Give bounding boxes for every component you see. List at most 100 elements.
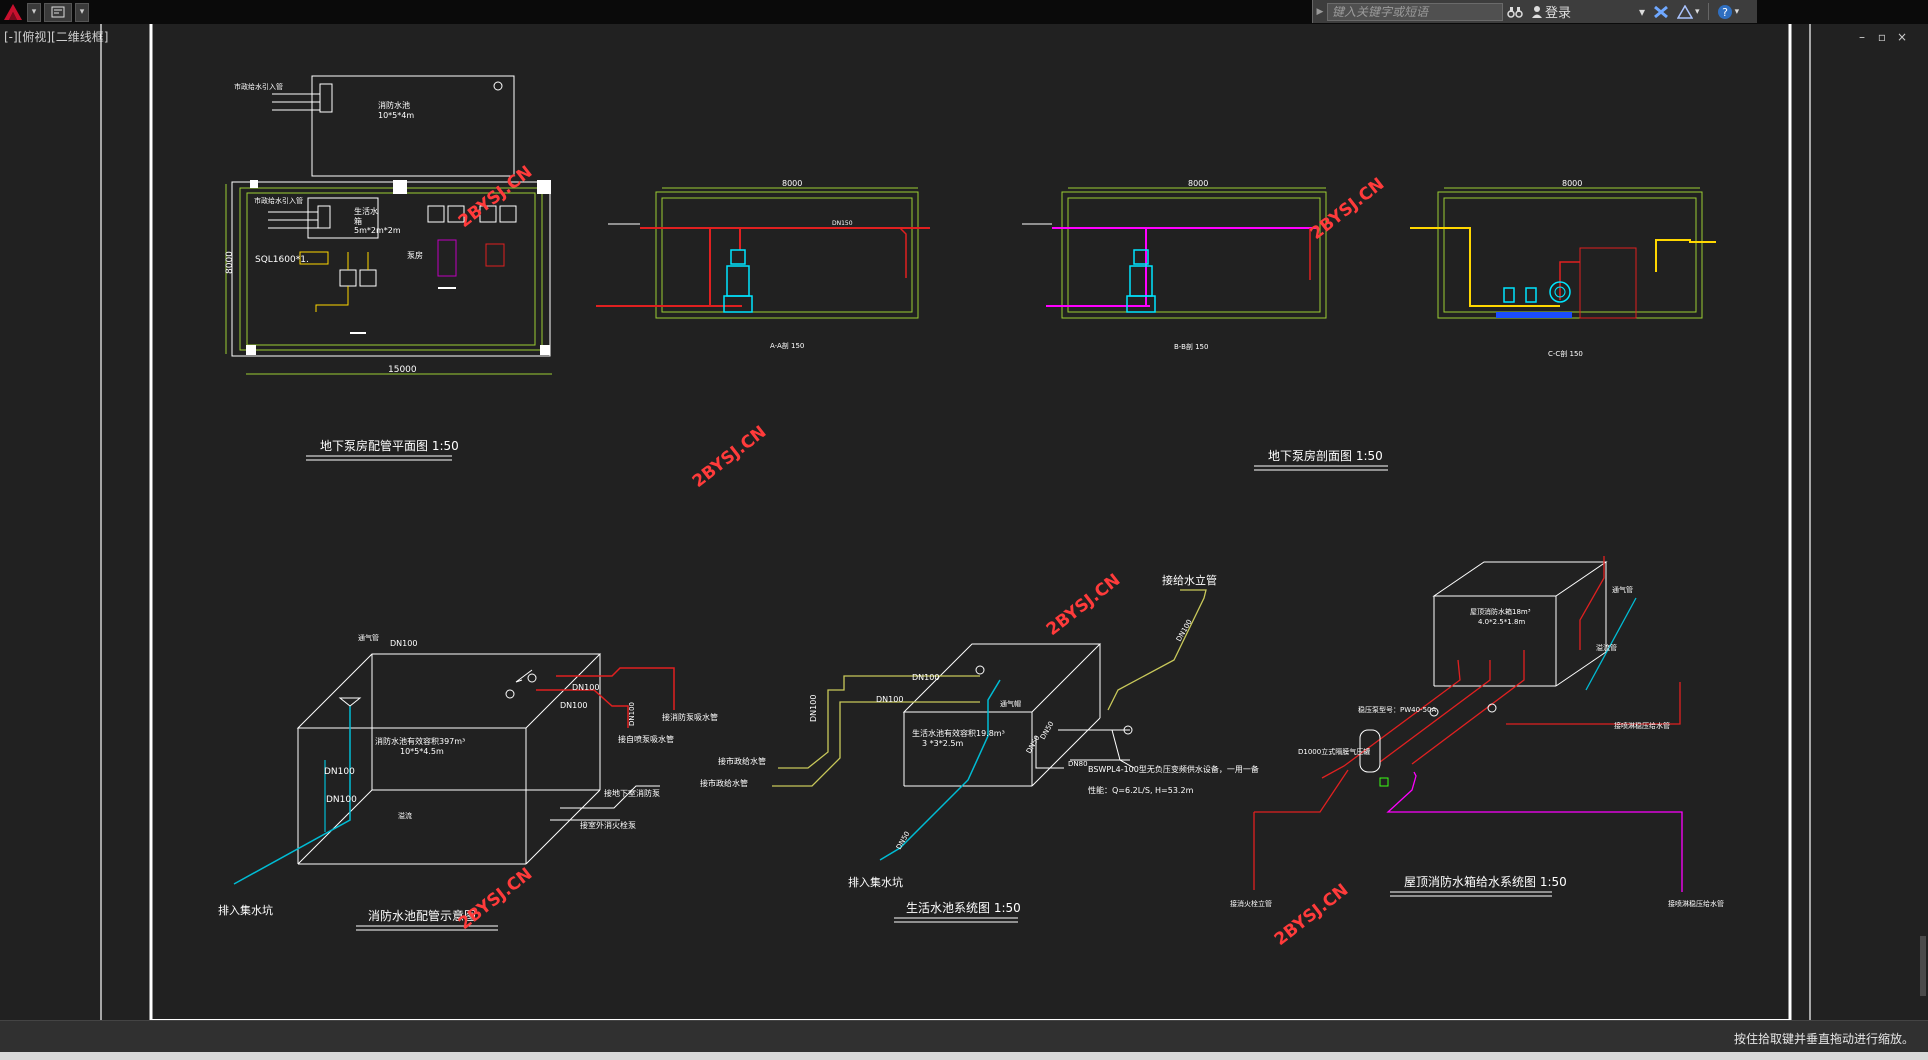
roof-pipes: 屋顶消防水箱18m³ 4.0*2.5*1.8m 稳压泵型号：PW40-50A D… [1230, 556, 1724, 908]
fire-pool-diagram [296, 653, 602, 865]
fire-pool-label-overflow: 溢流 [398, 811, 412, 820]
drawing-frame [100, 24, 1811, 1020]
autodesk-connect-icon[interactable]: ▾ [1673, 0, 1704, 23]
fire-pool-drain: 排入集水坑 [218, 903, 273, 917]
watermark: 2BYSJ.CN [1307, 174, 1389, 244]
domestic-dn100-v: DN100 [809, 695, 818, 722]
fire-pool-dn100-e: DN100 [560, 701, 587, 710]
domestic-dn100-b: DN100 [876, 695, 903, 704]
fire-pool-dn100-c: DN100 [390, 639, 417, 648]
fire-pool-size: 10*5*4.5m [400, 747, 444, 756]
exchange-icon[interactable] [1649, 0, 1673, 23]
search-input[interactable]: 键入关键字或短语 [1327, 2, 1503, 21]
domestic-size: 3 *3*2.5m [922, 739, 963, 748]
fire-pool-dn100-b: DN100 [326, 795, 357, 805]
roof-volume: 屋顶消防水箱18m³ [1470, 607, 1531, 616]
title-bar: ▾ ▾ ▶ 键入关键字或短语 登录 ▾ ▾ ? ▾ [0, 0, 1928, 24]
plan-domestic-tank-sub: 箱 [354, 216, 362, 226]
roof-size: 4.0*2.5*1.8m [1478, 618, 1525, 626]
domestic-inlet-2: 接市政给水管 [700, 778, 748, 788]
fire-pool-pipes: 消防水池有效容积397m³ 10*5*4.5m DN100 DN100 DN10… [218, 633, 718, 931]
plan-room-label: 泵房 [407, 250, 423, 260]
bottom-edge-strip [0, 1052, 1928, 1060]
restore-icon[interactable]: ▫ [1877, 30, 1887, 44]
plan-dim-height: 8000 [225, 251, 235, 274]
domestic-pump-spec: 性能：Q=6.2L/S, H=53.2m [1088, 785, 1194, 795]
domestic-tank-diagram [902, 643, 1102, 787]
login-label[interactable]: 登录 [1545, 6, 1572, 21]
domestic-inlet-1: 接市政给水管 [718, 756, 766, 766]
domestic-dn100: DN100 [912, 673, 939, 682]
quick-access-toolbar: ▾ ▾ [2, 1, 89, 23]
fire-pool-title: 消防水池配管示意图 [368, 908, 476, 923]
sections-title: 地下泵房剖面图 1:50 [1268, 448, 1383, 463]
vertical-scroll-thumb[interactable] [1920, 936, 1926, 996]
section-b-b: 8000 B-B剖 150 [1022, 179, 1327, 351]
drawing-window-controls: – ▫ × [1855, 30, 1909, 44]
separator [1707, 3, 1709, 20]
plan-domestic-tank-label: 生活水 [354, 206, 378, 216]
roof-overflow: 溢流管 [1596, 643, 1617, 652]
fire-pool-dn100-f: DN100 [628, 702, 636, 726]
section-a-label: A-A剖 150 [770, 341, 804, 350]
domestic-volume: 生活水池有效容积19.8m³ [912, 728, 1005, 738]
fire-pool-volume: 消防水池有效容积397m³ [375, 736, 465, 746]
pump-room-plan: 市政给水引入管 市政给水引入管 消防水池 10*5*4m 生活水 箱 5m*2m… [225, 75, 552, 461]
section-a-a: 8000 DN150 A-A剖 150 [596, 179, 930, 350]
roof-vent: 通气管 [1612, 585, 1633, 594]
viewport-controls-label[interactable]: [-][俯视][二维线框] [4, 30, 109, 44]
watermark: 2BYSJ.CN [1043, 570, 1125, 640]
fire-pool-label-underground: 接地下室消防泵 [604, 788, 660, 798]
section-c-label: C-C剖 150 [1548, 349, 1583, 358]
login-dropdown-icon[interactable]: ▾ [1639, 4, 1646, 19]
fire-pool-label-pump: 接消防泵吸水管 [662, 712, 718, 722]
domestic-pipes: 生活水池有效容积19.8m³ 3 *3*2.5m DN100 DN100 DN1… [700, 573, 1259, 923]
workspace-icon[interactable] [44, 2, 72, 22]
plan-inlet-mid-label: 市政给水引入管 [254, 196, 303, 205]
binoculars-icon[interactable] [1503, 0, 1527, 23]
quick-access-dropdown[interactable]: ▾ [75, 2, 89, 22]
infocenter-toolbar: ▶ 键入关键字或短语 登录 ▾ ▾ ? ▾ [1312, 0, 1757, 23]
roof-outlet-bottom: 接喷淋稳压给水管 [1668, 899, 1724, 908]
plan-domestic-tank-size: 5m*2m*2m [354, 226, 401, 235]
fire-pool-label-sprinkler: 接自喷泵吸水管 [618, 734, 674, 744]
domestic-riser: 接给水立管 [1162, 573, 1217, 587]
fire-pool-label-vent: 通气管 [358, 633, 379, 642]
autocad-logo-icon[interactable] [2, 2, 24, 22]
plan-fire-tank-size: 10*5*4m [378, 111, 414, 120]
roof-title: 屋顶消防水箱给水系统图 1:50 [1404, 874, 1567, 889]
watermark: 2BYSJ.CN [689, 422, 771, 492]
fire-pool-label-hydrant: 接室外消火栓泵 [580, 820, 636, 830]
domestic-dn50-c: DN50 [1039, 720, 1056, 741]
watermark: 2BYSJ.CN [1271, 880, 1353, 950]
plan-inlet-top-label: 市政给水引入管 [234, 82, 283, 91]
section-c-c: 8000 C-C剖 150 地下泵房剖面图 1:50 [1254, 179, 1716, 471]
domestic-pump: BSWPL4-100型无负压变频供水设备，一用一备 [1088, 764, 1259, 774]
help-icon[interactable]: ? ▾ [1713, 0, 1744, 23]
fire-pool-dn100-a: DN100 [324, 767, 355, 777]
app-menu-dropdown[interactable]: ▾ [27, 2, 41, 22]
user-icon[interactable]: 登录 [1527, 0, 1575, 23]
watermarks: 2BYSJ.CN 2BYSJ.CN 2BYSJ.CN 2BYSJ.CN 2BYS… [455, 162, 1389, 950]
domestic-title: 生活水池系统图 1:50 [906, 901, 1021, 915]
plan-dim-width: 15000 [388, 365, 417, 375]
roof-riser: 接消火栓立管 [1230, 899, 1272, 908]
domestic-dn50: DN50 [895, 830, 912, 851]
plan-title: 地下泵房配管平面图 1:50 [320, 438, 459, 453]
plan-sql-tag: SQL1600*1. [255, 255, 309, 265]
domestic-vent: 通气帽 [1000, 699, 1021, 708]
section-b-dim: 8000 [1188, 179, 1208, 188]
close-icon[interactable]: × [1896, 30, 1908, 44]
roof-pump: 稳压泵型号：PW40-50A [1358, 705, 1436, 714]
svg-text:?: ? [1722, 6, 1728, 19]
status-message: 按住拾取键并垂直拖动进行缩放。 [1733, 1032, 1914, 1046]
roof-tank-diagram [1432, 561, 1608, 687]
plan-fire-tank-label: 消防水池 [378, 100, 410, 110]
expand-arrow-icon[interactable]: ▶ [1316, 6, 1324, 17]
drawing-canvas[interactable]: 市政给水引入管 市政给水引入管 消防水池 10*5*4m 生活水 箱 5m*2m… [0, 24, 1928, 1020]
minimize-icon[interactable]: – [1859, 30, 1865, 44]
roof-outlet-right: 接喷淋稳压给水管 [1614, 721, 1670, 730]
status-bar: 按住拾取键并垂直拖动进行缩放。 [0, 1020, 1928, 1053]
section-a-pipe-tag: DN150 [832, 220, 853, 227]
domestic-dn80: DN80 [1068, 760, 1088, 768]
